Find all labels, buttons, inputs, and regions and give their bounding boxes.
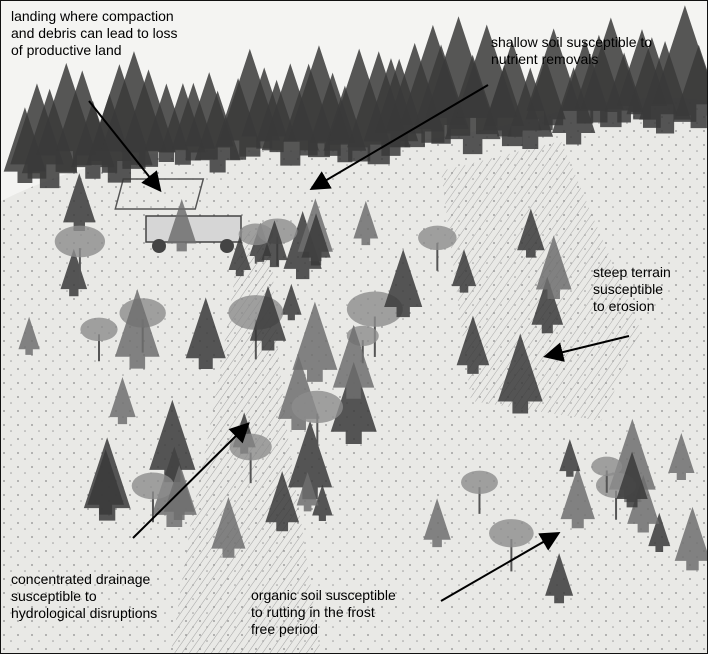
annotation-steep-terrain: steep terrain susceptible to erosion	[593, 264, 703, 315]
arrow-drainage	[133, 425, 247, 538]
annotation-landing: landing where compaction and debris can …	[11, 8, 271, 59]
annotation-shallow-soil: shallow soil susceptible to nutrient rem…	[491, 34, 706, 68]
arrow-shallow-soil	[313, 85, 488, 188]
annotation-drainage: concentrated drainage susceptible to hyd…	[11, 571, 231, 622]
arrow-steep-terrain	[547, 336, 629, 356]
arrow-landing	[89, 101, 159, 189]
annotation-organic-soil: organic soil susceptible to rutting in t…	[251, 587, 471, 638]
